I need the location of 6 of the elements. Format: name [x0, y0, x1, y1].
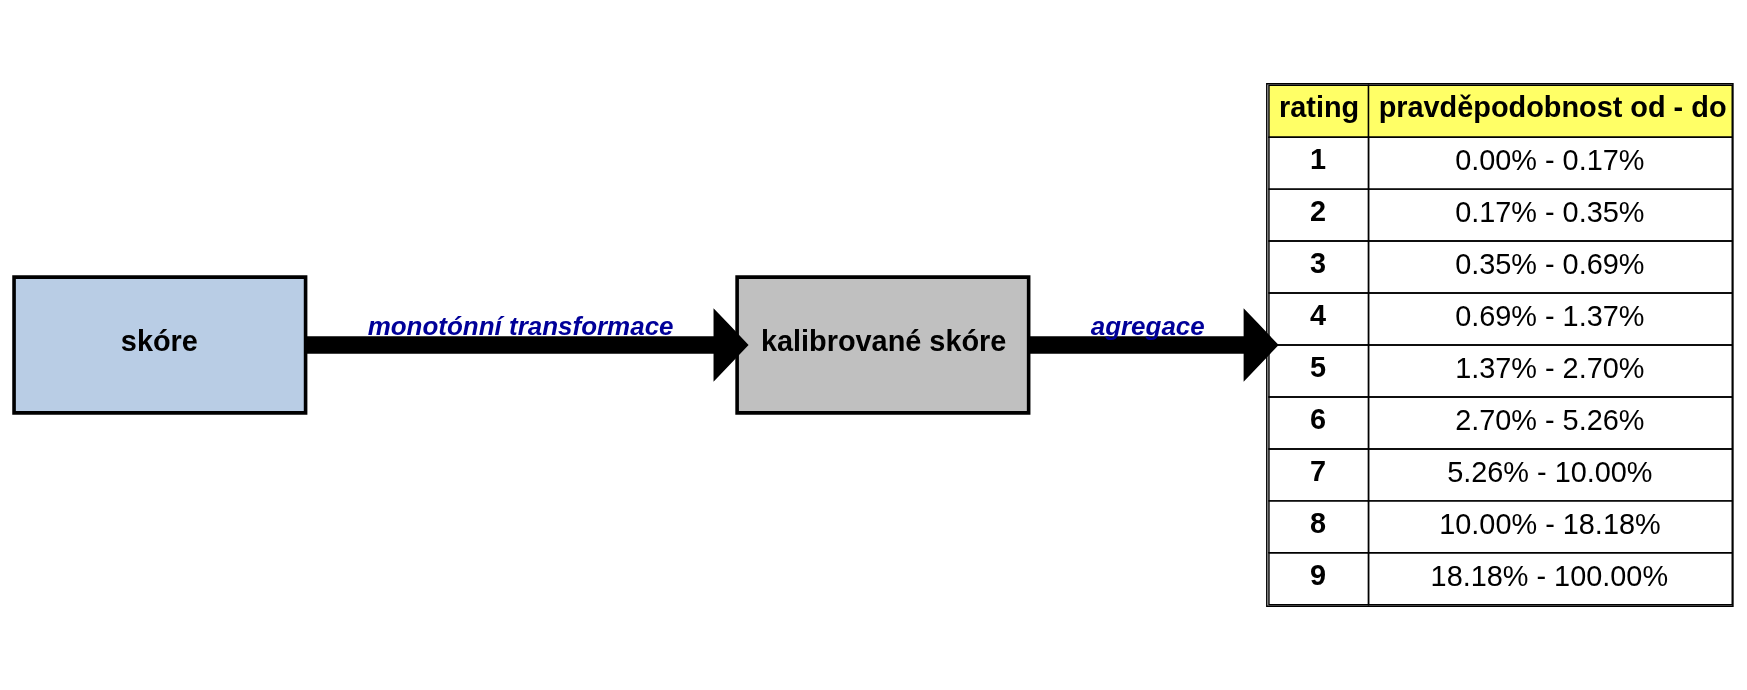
arrow	[1028, 308, 1279, 382]
node-box: kalibrované skóre	[735, 275, 1031, 415]
edge-label: monotónní transformace	[367, 311, 674, 342]
node-box: skóre	[12, 275, 308, 415]
arrow	[305, 308, 749, 382]
edge-label: agregace	[1090, 311, 1205, 342]
